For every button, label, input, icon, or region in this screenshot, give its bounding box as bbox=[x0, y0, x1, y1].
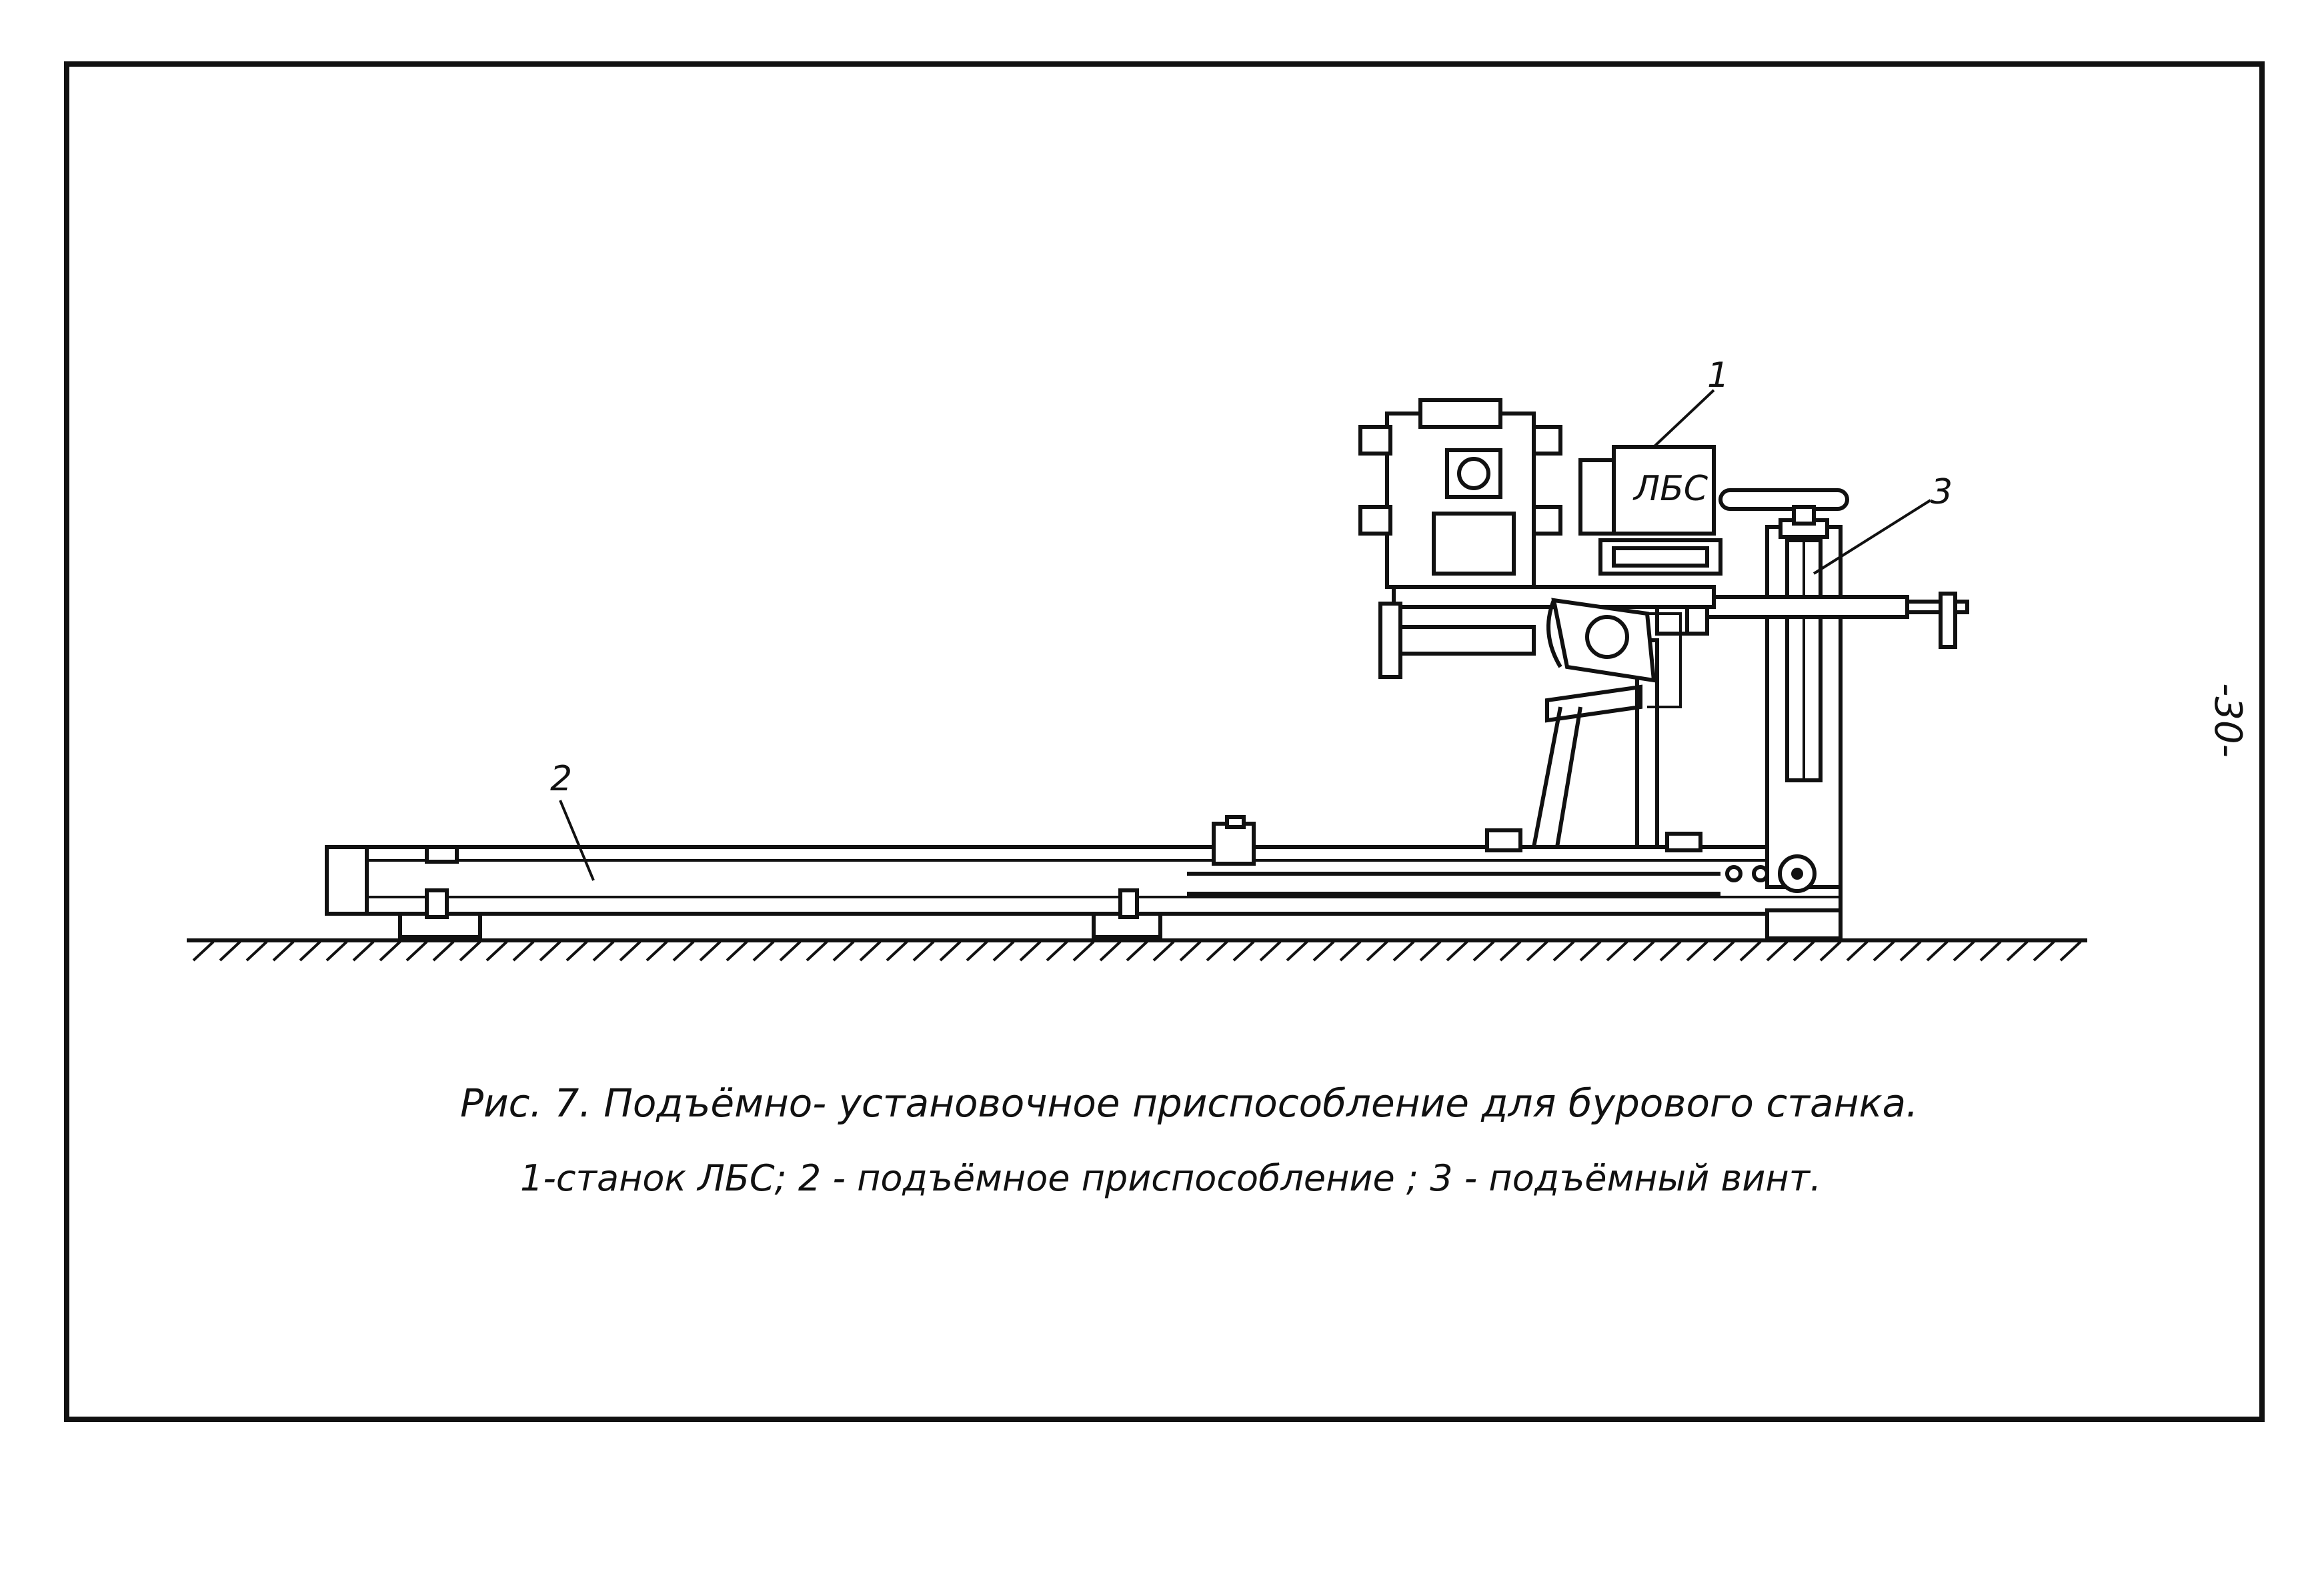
figure-caption-legend: 1-станок ЛБС; 2 - подъёмное приспособлен… bbox=[520, 1157, 1822, 1199]
page-number: -30- bbox=[2206, 683, 2249, 758]
page-border-frame bbox=[64, 61, 2265, 1422]
callout-2: 2 bbox=[550, 759, 572, 799]
frame-supports bbox=[398, 815, 1843, 940]
callout-1: 1 bbox=[1707, 355, 1729, 396]
drilling-machine-lbs: ЛБС bbox=[1358, 398, 1722, 723]
figure-caption-title: Рис. 7. Подъёмно- установочное приспособ… bbox=[460, 1080, 1919, 1126]
ground bbox=[187, 938, 2087, 962]
lifting-frame-rail bbox=[325, 845, 1843, 916]
machine-label: ЛБС bbox=[1632, 469, 1708, 509]
lifting-screw-column bbox=[1718, 488, 1849, 893]
callouts: 1 2 3 bbox=[550, 355, 1953, 881]
callout-3: 3 bbox=[1931, 472, 1953, 512]
